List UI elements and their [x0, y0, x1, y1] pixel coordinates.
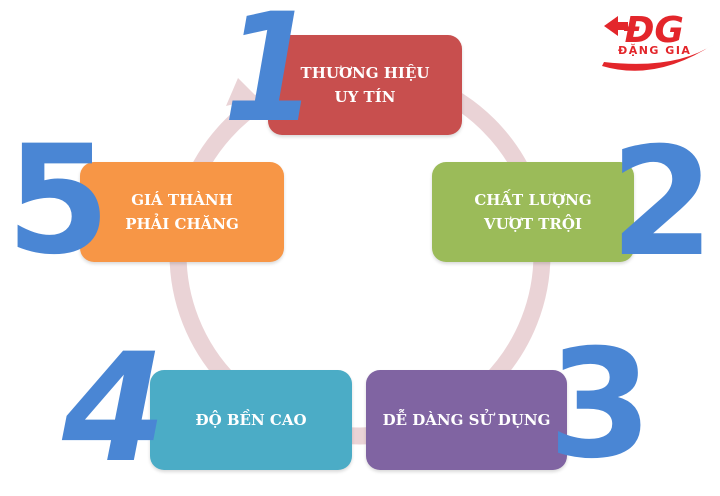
step-3-label: DỄ DÀNG SỬ DỤNG — [382, 411, 551, 429]
step-5-box: GIÁ THÀNH PHẢI CHĂNG — [80, 162, 284, 262]
step-1-box: THƯƠNG HIỆU UY TÍN — [268, 35, 462, 135]
logo-name: ĐẶNG GIA — [618, 44, 692, 57]
arrow-head-icon — [226, 78, 258, 106]
step-3-number: 3 — [548, 318, 653, 492]
step-5-number: 5 — [6, 114, 111, 288]
step-2-label: CHẤT LƯỢNG VƯỢT TRỘI — [474, 191, 592, 233]
step-2-number: 2 — [610, 116, 715, 290]
step-2-box: CHẤT LƯỢNG VƯỢT TRỘI — [432, 162, 634, 262]
step-1-label: THƯƠNG HIỆU UY TÍN — [300, 64, 430, 106]
step-5-label: GIÁ THÀNH PHẢI CHĂNG — [125, 191, 239, 233]
svg-text:ĐG: ĐG — [623, 10, 684, 51]
dang-gia-logo-icon: ĐG — [602, 10, 714, 71]
step-4-label: ĐỘ BỀN CAO — [195, 411, 307, 429]
step-4-number: 4 — [62, 322, 167, 496]
step-3-box: DỄ DÀNG SỬ DỤNG — [366, 370, 567, 470]
step-4-box: ĐỘ BỀN CAO — [150, 370, 352, 470]
step-1-number: 1 — [223, 0, 318, 156]
